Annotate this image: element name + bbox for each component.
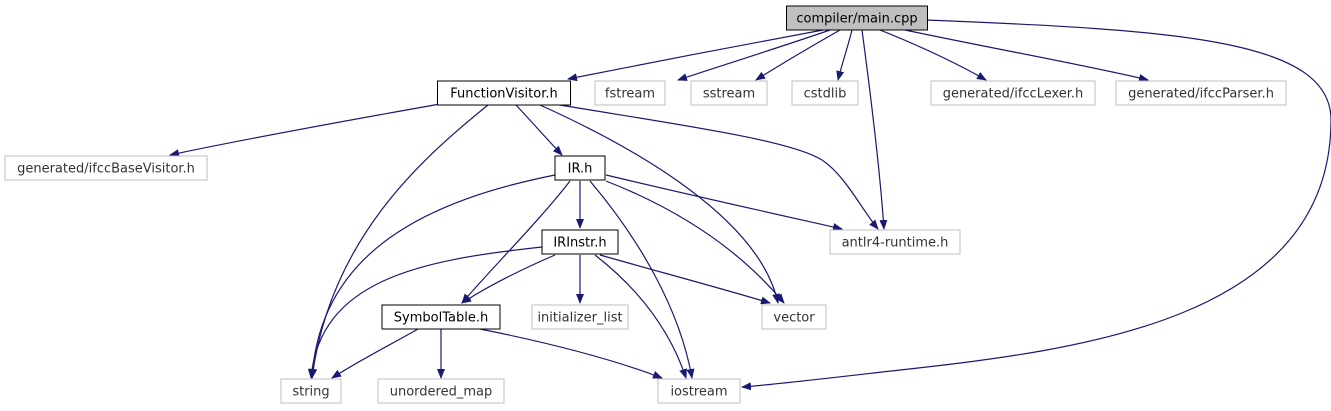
node-lexer: generated/ifccLexer.h <box>930 80 1096 106</box>
node-main[interactable]: compiler/main.cpp <box>786 5 928 31</box>
edge-irinstr-to-vector <box>599 254 771 305</box>
node-box-vector <box>761 304 827 330</box>
node-irh[interactable]: IR.h <box>554 155 606 181</box>
node-box-main <box>786 5 928 31</box>
edge-irh-to-antlr <box>605 174 843 231</box>
node-box-initlist <box>531 304 629 330</box>
edge-main-to-sstream <box>755 29 841 81</box>
edge-irh-to-iostream <box>589 180 695 379</box>
edge-main-to-cstdlib <box>836 29 853 81</box>
node-fstream: fstream <box>594 80 666 106</box>
node-sstream: sstream <box>690 80 768 106</box>
node-label-antlr: antlr4-runtime.h <box>842 236 949 251</box>
node-iostream: iostream <box>657 378 741 404</box>
node-box-antlr <box>829 229 961 255</box>
edge-irinstr-to-string <box>307 246 543 379</box>
node-label-vector: vector <box>773 311 815 326</box>
edge-symtab-to-iostream <box>479 328 663 379</box>
edge-fv-to-irh <box>515 104 563 156</box>
edge-symtab-to-string <box>331 328 419 379</box>
edge-main-to-iostream <box>741 19 1331 391</box>
edge-irinstr-to-iostream <box>594 254 687 379</box>
node-box-sstream <box>690 80 768 106</box>
node-box-parser <box>1115 80 1287 106</box>
edge-fv-to-vector <box>539 104 780 304</box>
edge-main-to-fstream <box>677 29 831 81</box>
edges-layer <box>169 19 1331 391</box>
node-label-irh: IR.h <box>568 162 593 177</box>
node-label-symtab: SymbolTable.h <box>394 311 488 326</box>
node-box-umap <box>377 378 505 404</box>
node-string: string <box>280 378 342 404</box>
node-antlr: antlr4-runtime.h <box>829 229 961 255</box>
node-box-fstream <box>594 80 666 106</box>
node-cstdlib: cstdlib <box>791 80 859 106</box>
node-box-cstdlib <box>791 80 859 106</box>
node-vector: vector <box>761 304 827 330</box>
node-parser: generated/ifccParser.h <box>1115 80 1287 106</box>
node-box-basevisitor <box>4 155 208 181</box>
node-box-irinstr <box>541 229 619 255</box>
edge-main-to-lexer <box>879 29 987 81</box>
node-label-lexer: generated/ifccLexer.h <box>943 87 1084 102</box>
node-label-main: compiler/main.cpp <box>796 12 917 27</box>
edge-fv-to-antlr <box>559 104 879 230</box>
node-label-initlist: initializer_list <box>537 311 622 326</box>
node-initlist: initializer_list <box>531 304 629 330</box>
node-label-string: string <box>292 385 329 400</box>
edge-main-to-antlr <box>861 29 888 230</box>
node-label-basevisitor: generated/ifccBaseVisitor.h <box>17 162 195 177</box>
node-symtab[interactable]: SymbolTable.h <box>381 304 501 330</box>
node-box-fv <box>437 80 571 106</box>
edge-fv-to-string <box>309 104 489 379</box>
node-label-cstdlib: cstdlib <box>804 87 847 102</box>
node-label-iostream: iostream <box>670 385 727 400</box>
node-label-fv: FunctionVisitor.h <box>450 87 557 102</box>
node-label-umap: unordered_map <box>390 385 493 400</box>
node-irinstr[interactable]: IRInstr.h <box>541 229 619 255</box>
node-basevisitor: generated/ifccBaseVisitor.h <box>4 155 208 181</box>
node-label-sstream: sstream <box>703 87 755 102</box>
node-label-irinstr: IRInstr.h <box>553 236 606 251</box>
node-umap: unordered_map <box>377 378 505 404</box>
node-box-iostream <box>657 378 741 404</box>
node-fv[interactable]: FunctionVisitor.h <box>437 80 571 106</box>
node-box-symtab <box>381 304 501 330</box>
edge-irh-to-symtab <box>461 180 571 304</box>
node-box-string <box>280 378 342 404</box>
edge-irh-to-string <box>308 174 556 379</box>
node-box-irh <box>554 155 606 181</box>
edge-irh-to-vector <box>605 180 785 304</box>
node-label-fstream: fstream <box>605 87 655 102</box>
edge-main-to-fv <box>567 29 824 82</box>
node-box-lexer <box>930 80 1096 106</box>
node-label-parser: generated/ifccParser.h <box>1128 87 1274 102</box>
edge-irinstr-to-symtab <box>461 254 556 304</box>
edge-fv-to-basevisitor <box>169 103 441 158</box>
edge-main-to-parser <box>904 29 1149 82</box>
